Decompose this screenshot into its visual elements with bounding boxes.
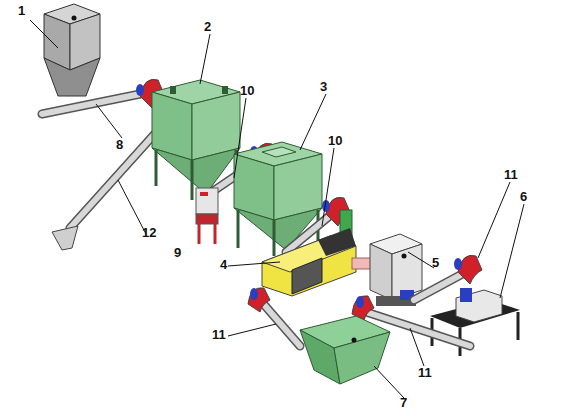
- cabinet: [196, 188, 218, 214]
- leader-line: [410, 328, 424, 366]
- callout-number: 6: [520, 190, 527, 204]
- dot: [352, 338, 357, 343]
- base: [196, 214, 218, 224]
- motor: [356, 296, 364, 308]
- callout-number: 12: [142, 226, 156, 240]
- leg: [237, 210, 240, 248]
- motor: [454, 258, 462, 270]
- indicator: [200, 192, 208, 196]
- leader-line: [500, 204, 524, 298]
- receiving-hopper: [44, 4, 100, 96]
- control-unit: [196, 188, 218, 244]
- leg: [517, 312, 520, 340]
- leg: [191, 160, 194, 200]
- tube-outline: [42, 92, 150, 114]
- leg: [273, 220, 276, 256]
- conveyor-head: [458, 255, 482, 284]
- tube-outline: [414, 272, 466, 300]
- callout-number: 3: [320, 80, 327, 94]
- mill-door: [318, 228, 356, 256]
- dot: [402, 254, 407, 259]
- callout-number: 11: [418, 366, 432, 380]
- leader-line: [118, 180, 146, 234]
- leader-line: [200, 34, 210, 84]
- leg: [214, 224, 217, 244]
- callout-number: 5: [432, 256, 439, 270]
- leader-line: [234, 98, 246, 178]
- leader-line: [300, 94, 326, 150]
- hatch: [262, 147, 296, 157]
- leg: [155, 150, 158, 186]
- callout-number: 11: [212, 328, 226, 342]
- pellet-mill: [262, 210, 376, 296]
- hopper-cone: [44, 58, 100, 96]
- vent: [222, 86, 228, 94]
- callout-number: 11: [504, 168, 518, 182]
- tube: [42, 92, 150, 114]
- leader-line: [228, 262, 280, 266]
- callout-number: 10: [328, 134, 342, 148]
- mill-motor: [292, 258, 322, 294]
- cooler-side: [370, 244, 392, 300]
- leader-line: [322, 148, 334, 226]
- hopper-side: [300, 330, 340, 384]
- motor: [250, 288, 258, 300]
- dot: [72, 16, 77, 21]
- callout-number: 2: [204, 20, 211, 34]
- tube: [260, 300, 300, 346]
- callout-number: 8: [116, 138, 123, 152]
- vent: [170, 86, 176, 94]
- cooler-front: [392, 244, 422, 300]
- callout-number: 4: [220, 258, 227, 272]
- inlet-funnel: [52, 226, 78, 250]
- leg: [198, 224, 201, 244]
- motor: [136, 84, 144, 96]
- leader-line: [96, 104, 122, 138]
- leader-line: [408, 252, 434, 268]
- tube: [414, 272, 466, 300]
- motor: [460, 288, 472, 302]
- leader-line: [478, 182, 510, 258]
- tube-outline: [260, 300, 300, 346]
- screw-conveyor: [248, 288, 300, 346]
- callout-number: 9: [174, 246, 181, 260]
- hopper-front: [334, 332, 390, 384]
- vibrating-sieve: [430, 288, 520, 356]
- callout-number: 7: [400, 396, 407, 410]
- leader-line: [374, 366, 404, 398]
- leader-line: [30, 20, 58, 48]
- leader-line: [228, 324, 276, 336]
- callout-number: 1: [18, 4, 25, 18]
- leader-lines: [30, 20, 524, 398]
- callout-number: 10: [240, 84, 254, 98]
- conveyor-head: [248, 288, 270, 312]
- screw-conveyor: [42, 79, 164, 114]
- product-hopper: [300, 316, 390, 384]
